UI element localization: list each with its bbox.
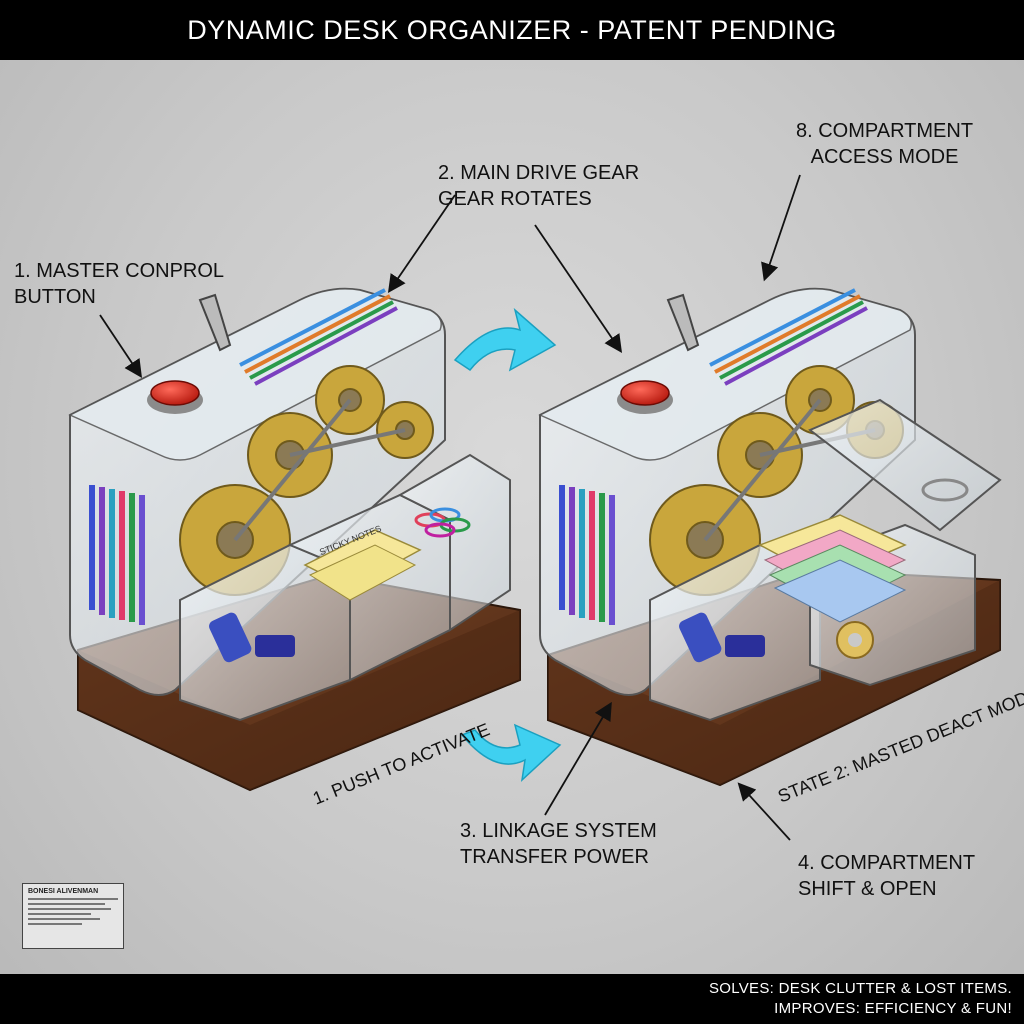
callout-main-drive: 2. MAIN DRIVE GEAR GEAR ROTATES bbox=[438, 160, 639, 212]
callout-compartment-access-text: 8. COMPARTMENT ACCESS MODE bbox=[796, 120, 974, 168]
leader-main-drive-right bbox=[534, 224, 623, 353]
footer-line-1: SOLVES: DESK CLUTTER & LOST ITEMS. bbox=[708, 980, 1012, 997]
device-state-1 bbox=[68, 287, 521, 792]
legend-line bbox=[28, 913, 91, 915]
callout-linkage-text: 3. LINKAGE SYSTEM TRANSFER POWER bbox=[460, 820, 657, 868]
footer-line-2: IMPROVES: EFFICIENCY & FUN! bbox=[774, 1000, 1012, 1017]
pen-holder-left bbox=[89, 485, 145, 625]
legend-line bbox=[28, 908, 111, 910]
leader-master-control bbox=[99, 314, 142, 378]
transition-arrow-top bbox=[453, 307, 557, 372]
page-title: DYNAMIC DESK ORGANIZER - PATENT PENDING bbox=[187, 14, 837, 45]
lever-handle-right bbox=[666, 293, 700, 352]
legend-title: BONESI ALIVENMAN bbox=[28, 888, 99, 895]
callout-master-control-text: 1. MASTER CONPROL BUTTON bbox=[14, 260, 225, 308]
leader-main-drive-left bbox=[387, 194, 456, 293]
leader-compartment-shift bbox=[737, 782, 791, 841]
device-state-2 bbox=[538, 287, 1002, 787]
usb-items-left bbox=[209, 612, 295, 663]
legend-line bbox=[28, 923, 82, 925]
open-tray-right bbox=[808, 398, 1002, 532]
callout-master-control: 1. MASTER CONPROL BUTTON bbox=[14, 258, 224, 310]
callout-compartment-access: 8. COMPARTMENT ACCESS MODE bbox=[796, 118, 973, 170]
transition-arrow-bottom bbox=[460, 723, 562, 782]
callout-compartment-shift-text: 4. COMPARTMENT SHIFT & OPEN bbox=[798, 852, 976, 900]
callout-leaders bbox=[99, 174, 801, 841]
leader-compartment-access bbox=[761, 174, 801, 282]
title-bar: DYNAMIC DESK ORGANIZER - PATENT PENDING bbox=[0, 0, 1024, 60]
legend-box: BONESI ALIVENMAN bbox=[22, 883, 124, 949]
pencil-tray-left bbox=[239, 288, 398, 386]
usb-items-right bbox=[679, 612, 765, 663]
paper-clips-left bbox=[414, 507, 471, 538]
pen-holder-right bbox=[559, 485, 615, 625]
lever-handle-left bbox=[198, 293, 232, 352]
leader-linkage bbox=[544, 701, 612, 816]
footer-bar: SOLVES: DESK CLUTTER & LOST ITEMS. IMPRO… bbox=[0, 974, 1024, 1024]
sticky-notes-stack-right bbox=[758, 514, 907, 623]
callout-main-drive-text: 2. MAIN DRIVE GEAR GEAR ROTATES bbox=[438, 162, 640, 210]
callout-linkage: 3. LINKAGE SYSTEM TRANSFER POWER bbox=[460, 818, 657, 870]
legend-line bbox=[28, 903, 105, 905]
legend-line bbox=[28, 918, 100, 920]
callout-compartment-shift: 4. COMPARTMENT SHIFT & OPEN bbox=[798, 850, 975, 902]
drawer-row-left bbox=[179, 453, 511, 722]
legend-line bbox=[28, 898, 118, 900]
pencil-tray-right bbox=[709, 288, 868, 386]
